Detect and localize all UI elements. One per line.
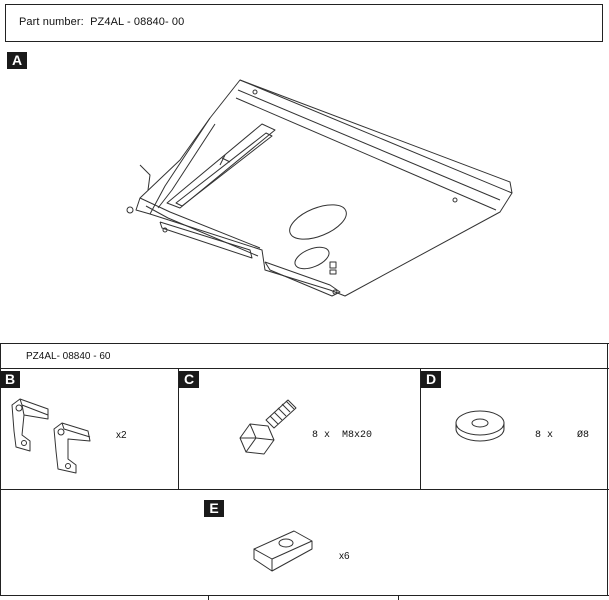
badge-d: D — [421, 371, 441, 388]
border-left — [0, 343, 1, 595]
badge-e: E — [204, 500, 224, 517]
qty-d: 8 x — [535, 430, 554, 441]
bolt-icon — [239, 399, 297, 455]
part-number-label: Part number: — [19, 16, 84, 28]
divider-middle — [0, 489, 609, 490]
divider-kit-header — [0, 368, 609, 369]
qty-b: x2 — [116, 430, 127, 441]
qty-e: x6 — [339, 551, 350, 562]
divider-foot-2 — [398, 595, 399, 600]
size-c: M8x20 — [342, 430, 373, 441]
washer-icon — [455, 410, 505, 442]
kit-number: PZ4AL- 08840 - 60 — [26, 351, 111, 362]
part-number: Part number: PZ4AL - 08840- 00 — [19, 16, 184, 28]
nut-plate-icon — [253, 530, 313, 572]
badge-a: A — [7, 52, 27, 69]
part-number-box — [5, 4, 603, 42]
divider-c-d — [420, 368, 421, 489]
badge-b: B — [0, 371, 20, 388]
divider-foot-1 — [208, 595, 209, 600]
part-number-value: PZ4AL - 08840- 00 — [90, 16, 185, 28]
divider-b-c — [178, 368, 179, 489]
size-d: Ø8 — [577, 430, 590, 441]
divider-bottom — [0, 595, 609, 596]
divider-top — [0, 343, 609, 344]
qty-c: 8 x — [312, 430, 331, 441]
bracket-icon — [11, 398, 91, 474]
badge-c: C — [179, 371, 199, 388]
border-right — [607, 343, 608, 595]
